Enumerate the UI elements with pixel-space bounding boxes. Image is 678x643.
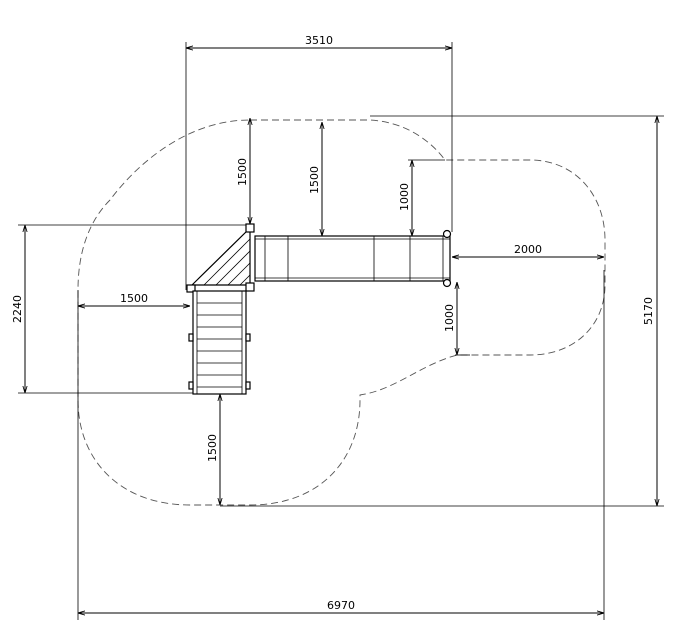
dimension-lines bbox=[25, 48, 657, 613]
dim-top-clearance-right: 1000 bbox=[398, 183, 411, 211]
extension-lines bbox=[18, 42, 664, 620]
dim-total-width: 6970 bbox=[327, 599, 355, 612]
dim-left-clearance: 1500 bbox=[120, 292, 148, 305]
dim-total-height: 5170 bbox=[642, 297, 655, 325]
dim-right-clearance: 2000 bbox=[514, 243, 542, 256]
dim-bottom-clearance: 1500 bbox=[206, 434, 219, 462]
dim-top-clearance-mid: 1500 bbox=[308, 166, 321, 194]
dim-top-clearance-left: 1500 bbox=[236, 158, 249, 186]
dim-top-width: 3510 bbox=[305, 34, 333, 47]
safety-zone-outline bbox=[77, 119, 606, 506]
dim-bottom-clearance-right: 1000 bbox=[443, 304, 456, 332]
dim-left-height: 2240 bbox=[11, 295, 24, 323]
play-structure bbox=[186, 223, 452, 395]
